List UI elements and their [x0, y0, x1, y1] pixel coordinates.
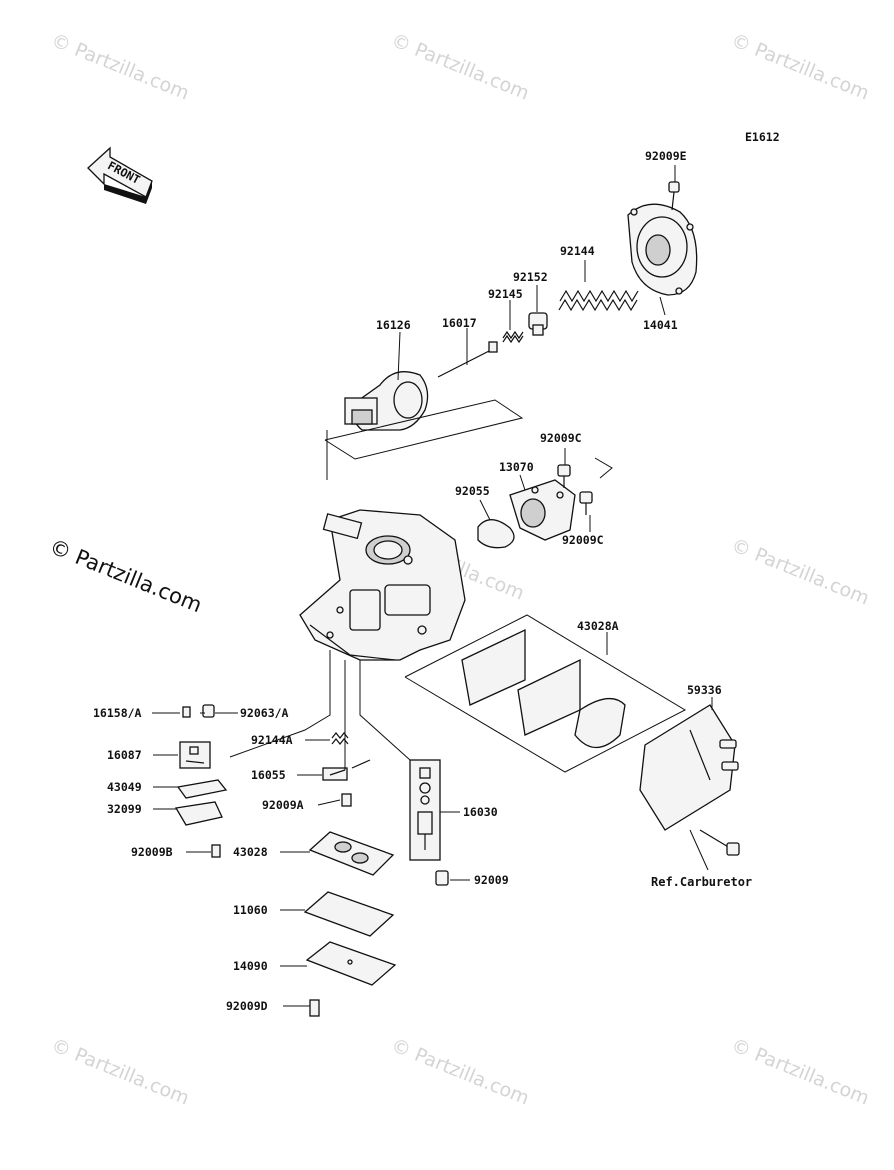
front-arrow-icon: FRONT — [87, 146, 153, 204]
label-92144: 92144 — [560, 244, 595, 258]
screw-92009C-upper — [557, 464, 571, 488]
cover-14090 — [305, 941, 397, 986]
spring-92145 — [502, 330, 524, 344]
label-92009C-upper: 92009C — [540, 431, 582, 445]
label-16126: 16126 — [376, 318, 411, 332]
gasket-43049 — [176, 779, 228, 799]
bolt-ref-carburetor — [699, 829, 740, 856]
label-16087: 16087 — [107, 748, 142, 762]
label-92009D: 92009D — [226, 999, 268, 1013]
label-16158A: 16158/A — [93, 706, 142, 720]
label-92009: 92009 — [474, 873, 509, 887]
gasket-92055 — [477, 519, 515, 549]
label-92009C-lower: 92009C — [562, 533, 604, 547]
label-92009E: 92009E — [645, 149, 687, 163]
label-92152: 92152 — [513, 270, 548, 284]
valve-16055 — [322, 759, 371, 781]
diaphragm-11060 — [303, 891, 395, 937]
screw-92063A — [202, 704, 215, 718]
label-43028: 43028 — [233, 845, 268, 859]
label-92145: 92145 — [488, 287, 523, 301]
watermark: © Partzilla.com — [728, 534, 872, 609]
label-14041: 14041 — [643, 318, 678, 332]
screw-92009D — [309, 999, 320, 1017]
label-59336: 59336 — [687, 683, 722, 697]
leader-lines — [152, 165, 713, 1007]
label-14090: 14090 — [233, 959, 268, 973]
label-16017: 16017 — [442, 316, 477, 330]
screw-92009A — [341, 793, 352, 807]
spring-92144A — [331, 732, 349, 745]
screw-92009E — [668, 181, 680, 211]
watermark: © Partzilla.com — [48, 29, 192, 104]
part-labels: 92009E 14041 92144 92152 92145 16017 161… — [93, 149, 752, 1013]
diaphragm-16126 — [344, 371, 429, 431]
needle-16017 — [437, 341, 498, 378]
label-92009B: 92009B — [131, 845, 173, 859]
label-92063A: 92063/A — [240, 706, 289, 720]
plate-32099 — [174, 801, 223, 826]
plug-16158A — [182, 706, 191, 718]
holder-13070 — [509, 479, 576, 541]
valve-set-16030 — [409, 759, 441, 861]
bracket-16087 — [179, 741, 211, 769]
cover-14041 — [627, 203, 698, 296]
label-11060: 11060 — [233, 903, 268, 917]
screw-92009B — [211, 844, 221, 858]
watermark: © Partzilla.com — [388, 29, 532, 104]
label-13070: 13070 — [499, 460, 534, 474]
gasket-set-43028A — [404, 614, 687, 773]
carburetor-body — [299, 509, 466, 661]
watermark: © Partzilla.com — [728, 29, 872, 104]
label-32099: 32099 — [107, 802, 142, 816]
pump-59336 — [639, 704, 739, 831]
gasket-43028 — [308, 831, 395, 876]
label-92055: 92055 — [455, 484, 490, 498]
watermark: © Partzilla.com — [728, 1034, 872, 1109]
holder-92152 — [528, 312, 548, 336]
diagram-code: E1612 — [745, 130, 780, 144]
watermark: © Partzilla.com — [388, 1034, 532, 1109]
label-43049: 43049 — [107, 780, 142, 794]
label-92009A: 92009A — [262, 798, 304, 812]
screw-92009 — [435, 870, 449, 886]
label-ref-carburetor: Ref.Carburetor — [651, 875, 752, 889]
watermark: © Partzilla.com — [48, 1034, 192, 1109]
label-16055: 16055 — [251, 768, 286, 782]
spring-92144 — [558, 289, 639, 312]
watermark-dark: © Partzilla.com — [46, 534, 205, 617]
label-92144A: 92144A — [251, 733, 293, 747]
label-16030: 16030 — [463, 805, 498, 819]
label-43028A: 43028A — [577, 619, 619, 633]
screw-92009C-lower — [579, 491, 593, 515]
